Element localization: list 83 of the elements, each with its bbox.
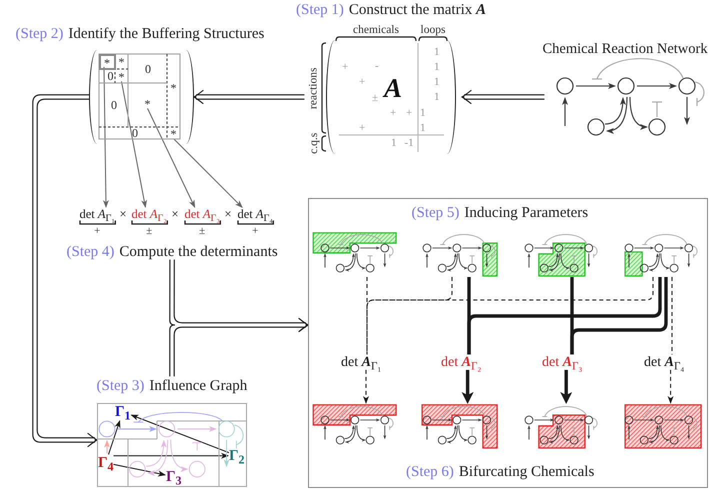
determinant-term: det A$_{Γ₃}$ — [184, 208, 220, 222]
step-title: Influence Graph — [149, 378, 248, 394]
double-arrow — [461, 90, 545, 104]
matrix-entry: 1 — [420, 107, 426, 120]
matrix-entry: * — [118, 73, 124, 82]
sign-label: ± — [199, 224, 206, 237]
matrix-entry: * — [144, 100, 150, 108]
matrix-entry: * — [118, 56, 124, 70]
matrix-entry: 0 — [145, 62, 151, 76]
matrix-entry: - — [375, 60, 379, 72]
step-label: (Step 6) — [406, 464, 454, 480]
thick-arrow — [560, 370, 572, 404]
matrix-entry: + — [359, 122, 366, 134]
step-label: (Step 1) — [296, 2, 344, 18]
operator-sign: × — [120, 208, 127, 222]
matrix-entry: ± — [372, 92, 378, 104]
matrix-entry: 1 — [434, 91, 440, 104]
step-title: Inducing Parameters — [464, 204, 588, 221]
step-title: Identify the Buffering Structures — [68, 26, 264, 42]
matrix-entry: * — [170, 82, 176, 95]
structure-label: Γ$_{2}$ — [229, 448, 245, 464]
arrow — [102, 66, 109, 208]
network-title: Chemical Reaction Network — [542, 42, 708, 58]
matrix-entry: 0 — [108, 70, 114, 83]
step-label: (Step 2) — [16, 26, 64, 42]
thick-arrow — [462, 370, 474, 404]
structure-label: Γ$_{4}$ — [98, 454, 114, 471]
dashed-line — [366, 276, 452, 355]
dashed-arrow — [668, 369, 674, 404]
arrow — [121, 80, 148, 208]
matrix-entry: + — [342, 61, 348, 74]
matrix-entry: + — [406, 107, 412, 120]
matrix-entry: -1 — [404, 137, 414, 150]
double-arrow — [32, 94, 98, 448]
panel — [308, 198, 708, 488]
determinant-label: det A$_{Γ₂}$ — [441, 354, 482, 370]
sign-label: ± — [146, 224, 152, 237]
brace-label: c.q.s — [308, 132, 320, 154]
step-label: (Step 4) — [66, 244, 114, 260]
matrix-entry: 1 — [391, 137, 396, 150]
matrix-entry: 1 — [420, 122, 426, 134]
thick-line — [467, 277, 662, 354]
step-title: Bifurcating Chemicals — [458, 464, 594, 480]
structure-label: Γ$_{1}$ — [115, 404, 131, 420]
matrix-entry: * — [170, 130, 176, 139]
step-label: (Step 3) — [96, 378, 144, 394]
matrix-symbol: A — [384, 74, 402, 104]
arrow — [113, 452, 229, 459]
matrix-entry: + — [390, 107, 396, 120]
determinant-label: det A$_{Γ₃}$ — [542, 354, 582, 370]
thick-line — [570, 277, 668, 354]
operator-sign: × — [224, 208, 232, 222]
dashed-arrow — [363, 369, 369, 404]
arrow — [130, 414, 230, 454]
arrow — [147, 108, 196, 208]
brace-label: chemicals — [353, 24, 399, 36]
matrix-entry: 1 — [434, 61, 440, 74]
arrow — [113, 464, 166, 476]
structure-label: Γ$_{3}$ — [166, 468, 182, 485]
determinant-label: det A$_{Γ₁}$ — [341, 354, 382, 370]
double-arrow — [193, 90, 305, 104]
determinant-term: det A$_{Γ₂}$ — [132, 208, 167, 222]
matrix-entry: 1 — [434, 76, 440, 88]
matrix-entry: 0 — [132, 126, 138, 140]
determinant-term: det A$_{Γ₁}$ — [80, 208, 115, 222]
determinant-term: det A$_{Γ₄}$ — [238, 208, 273, 222]
step-label: (Step 5) — [412, 204, 460, 221]
matrix-entry: 0 — [111, 98, 117, 112]
matrix-entry: 1 — [434, 46, 440, 58]
arrow — [108, 420, 120, 455]
sign-label: + — [94, 224, 100, 237]
step-title: Compute the determinants — [119, 244, 278, 260]
brace-label: reactions — [307, 67, 320, 109]
determinant-label: det A$_{Γ₄}$ — [644, 354, 684, 370]
sign-label: + — [252, 224, 258, 237]
step-title: Construct the matrix A — [348, 2, 486, 18]
arrow — [173, 138, 243, 208]
double-arrow — [169, 318, 309, 377]
operator-sign: × — [172, 208, 179, 222]
brace-label: loops — [420, 24, 446, 36]
matrix-entry: * — [104, 58, 110, 67]
dashed-line — [366, 276, 654, 355]
matrix-entry: + — [359, 76, 366, 88]
